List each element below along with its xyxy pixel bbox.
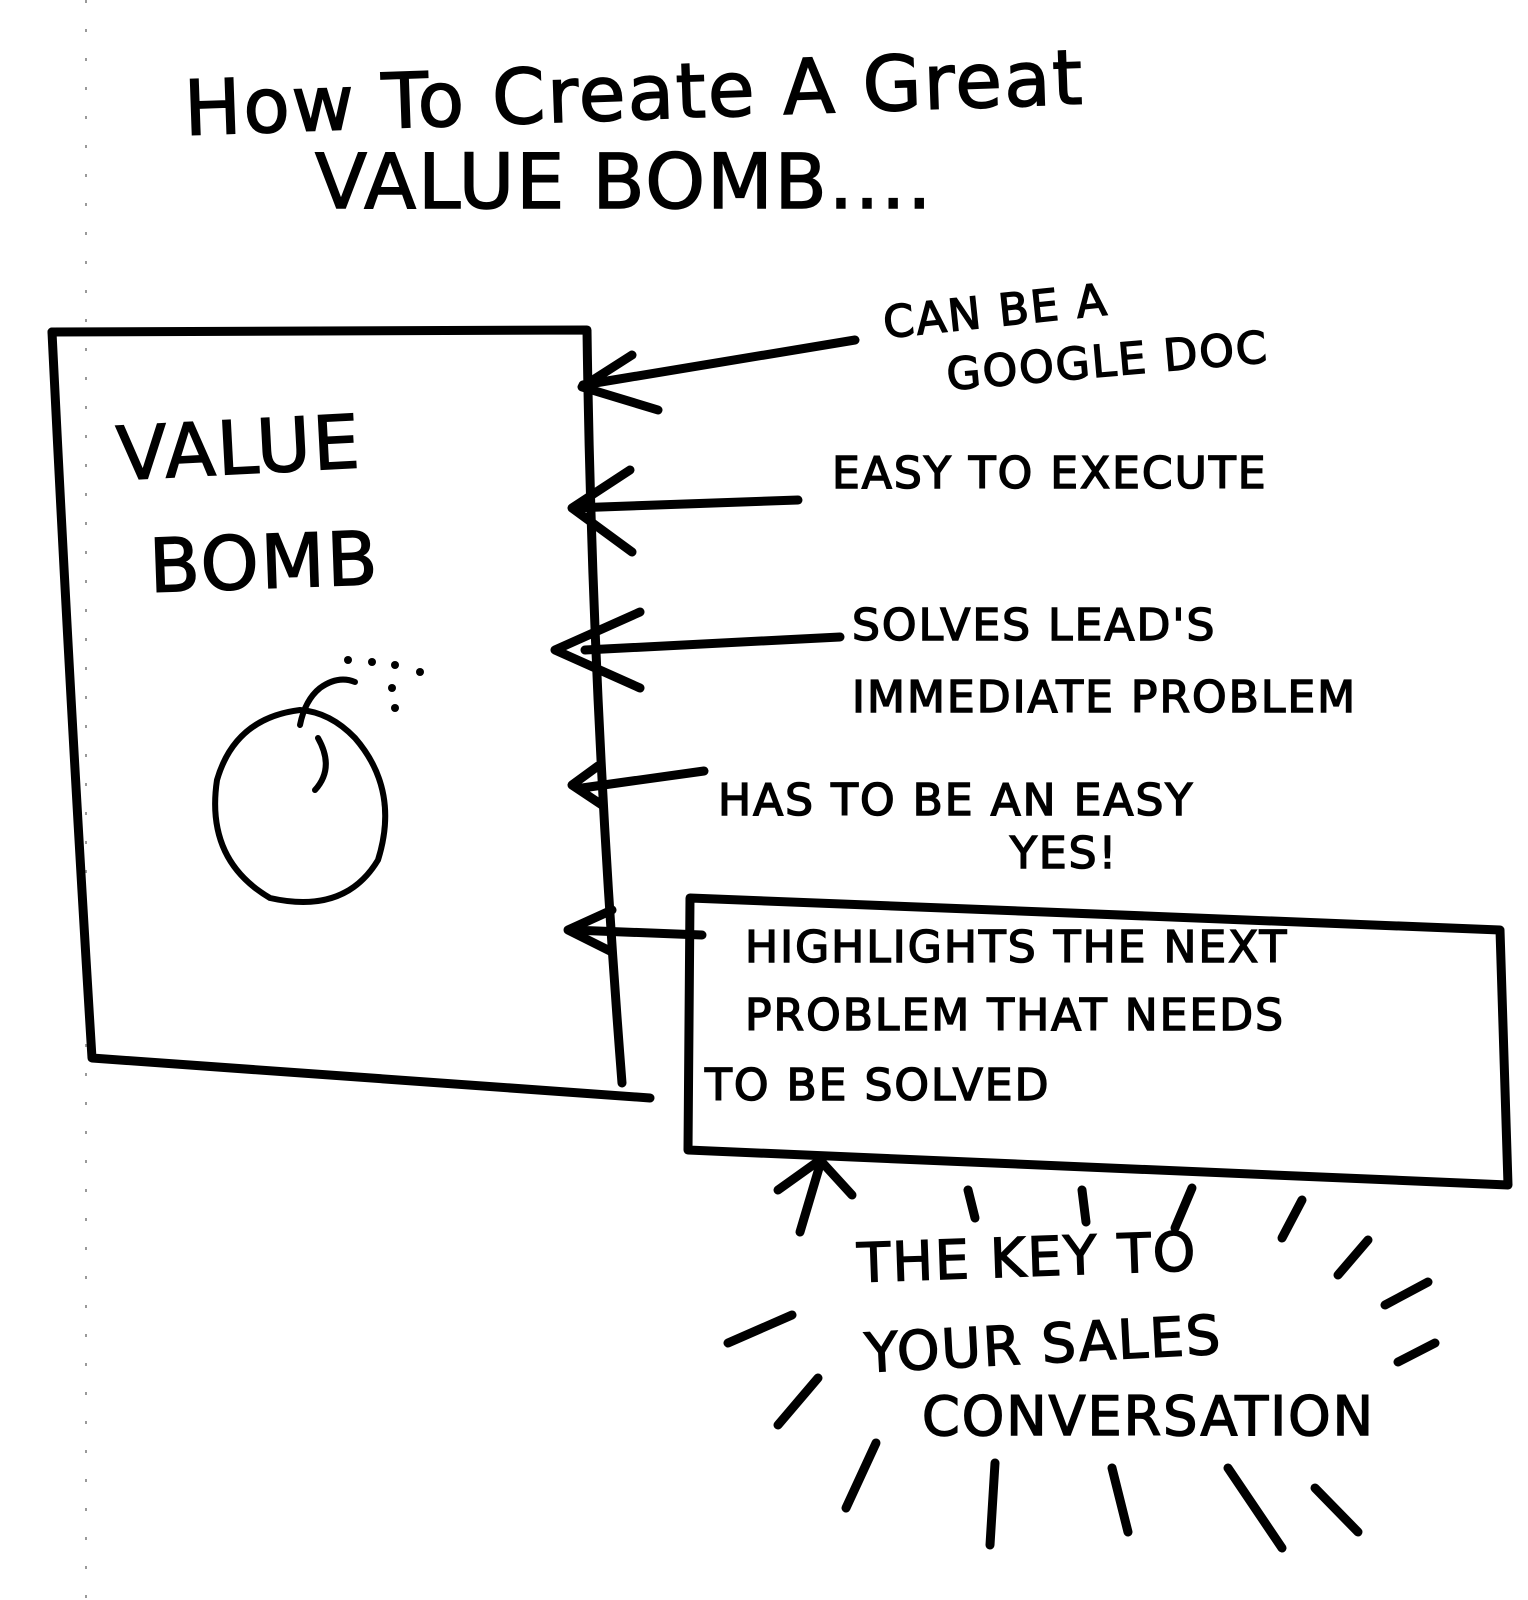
arrow-3	[550, 607, 845, 693]
key-line-3: CONVERSATION	[922, 1385, 1375, 1448]
next-problem-box-outline	[683, 893, 1513, 1190]
bomb-icon	[212, 656, 424, 905]
arrow-4-head	[567, 761, 607, 810]
annotation-easy-execute: EASY TO EXECUTE	[831, 447, 1268, 500]
ray-7	[1393, 1338, 1440, 1367]
annotation-3-line-2: IMMEDIATE PROBLEM	[852, 672, 1357, 723]
arrow-5	[563, 905, 707, 957]
bomb-highlight	[312, 735, 329, 793]
ray-1	[963, 1185, 980, 1223]
spark-dot-1	[344, 656, 352, 664]
key-arrow-head	[773, 1155, 857, 1200]
arrow-2-head	[567, 465, 637, 557]
document-outline-left-bottom	[47, 327, 655, 1103]
ray-9	[773, 1373, 823, 1430]
emphasis-rays	[723, 1183, 1440, 1553]
arrow-2	[567, 465, 803, 557]
annotation-5-line-2: PROBLEM THAT NEEDS	[745, 990, 1285, 1041]
arrow-1	[577, 335, 860, 415]
annotation-google-doc: CAN BE A GOOGLE DOC	[880, 274, 1271, 402]
key-line-1: THE KEY TO	[855, 1220, 1198, 1295]
ray-13	[1223, 1463, 1287, 1553]
spark-dot-4	[416, 668, 424, 676]
spark-dot-5	[388, 684, 396, 692]
ray-12	[1107, 1463, 1133, 1537]
spark-dot-3	[391, 661, 399, 669]
ray-6	[1380, 1277, 1433, 1310]
arrow-3-head	[550, 607, 645, 693]
key-line-2: YOUR SALES	[862, 1303, 1223, 1385]
title-line-1: How To Create A Great	[183, 33, 1086, 153]
annotation-immediate-problem: SOLVES LEAD'S IMMEDIATE PROBLEM	[851, 599, 1357, 724]
arrow-3-shaft	[580, 632, 845, 655]
document-title-line-2: BOMB	[148, 516, 381, 610]
ray-14	[1310, 1483, 1363, 1537]
spark-dot-2	[368, 658, 376, 666]
title: How To Create A Great VALUE BOMB....	[182, 32, 1087, 227]
ray-5	[1333, 1235, 1373, 1280]
key-arrow-shaft	[795, 1153, 827, 1237]
annotation-5-line-1: HIGHLIGHTS THE NEXT	[745, 922, 1288, 973]
document-outline-top-right	[47, 325, 627, 1088]
arrow-1-head	[577, 350, 663, 415]
ray-3	[1170, 1183, 1197, 1233]
next-problem-box: HIGHLIGHTS THE NEXT PROBLEM THAT NEEDS T…	[683, 893, 1513, 1190]
ray-8	[723, 1310, 797, 1348]
arrow-5-shaft	[567, 925, 707, 940]
arrow-1-shaft	[578, 335, 860, 390]
value-bomb-document: VALUE BOMB	[47, 325, 655, 1103]
arrow-4-shaft	[577, 766, 709, 793]
arrow-4	[567, 761, 709, 810]
ray-2	[1077, 1185, 1091, 1227]
bomb-body	[212, 707, 389, 905]
spark-dot-6	[391, 704, 399, 712]
annotation-2-line-1: EASY TO EXECUTE	[832, 448, 1268, 499]
arrow-5-head	[563, 905, 617, 957]
arrow-2-shaft	[568, 495, 803, 513]
annotation-easy-yes: HAS TO BE AN EASY YES!	[717, 774, 1194, 880]
ray-11	[985, 1458, 1000, 1550]
document-title-line-1: VALUE	[114, 399, 363, 498]
bomb-fuse	[297, 676, 358, 728]
annotation-4-line-2: YES!	[1009, 828, 1118, 879]
title-line-2: VALUE BOMB....	[315, 137, 933, 226]
annotation-3-line-1: SOLVES LEAD'S	[852, 600, 1216, 651]
ray-4	[1277, 1195, 1307, 1243]
key-callout: THE KEY TO YOUR SALES CONVERSATION	[773, 1153, 1375, 1449]
annotation-5-line-3: TO BE SOLVED	[704, 1060, 1051, 1111]
annotation-4-line-1: HAS TO BE AN EASY	[718, 775, 1194, 826]
ray-10	[841, 1438, 881, 1513]
